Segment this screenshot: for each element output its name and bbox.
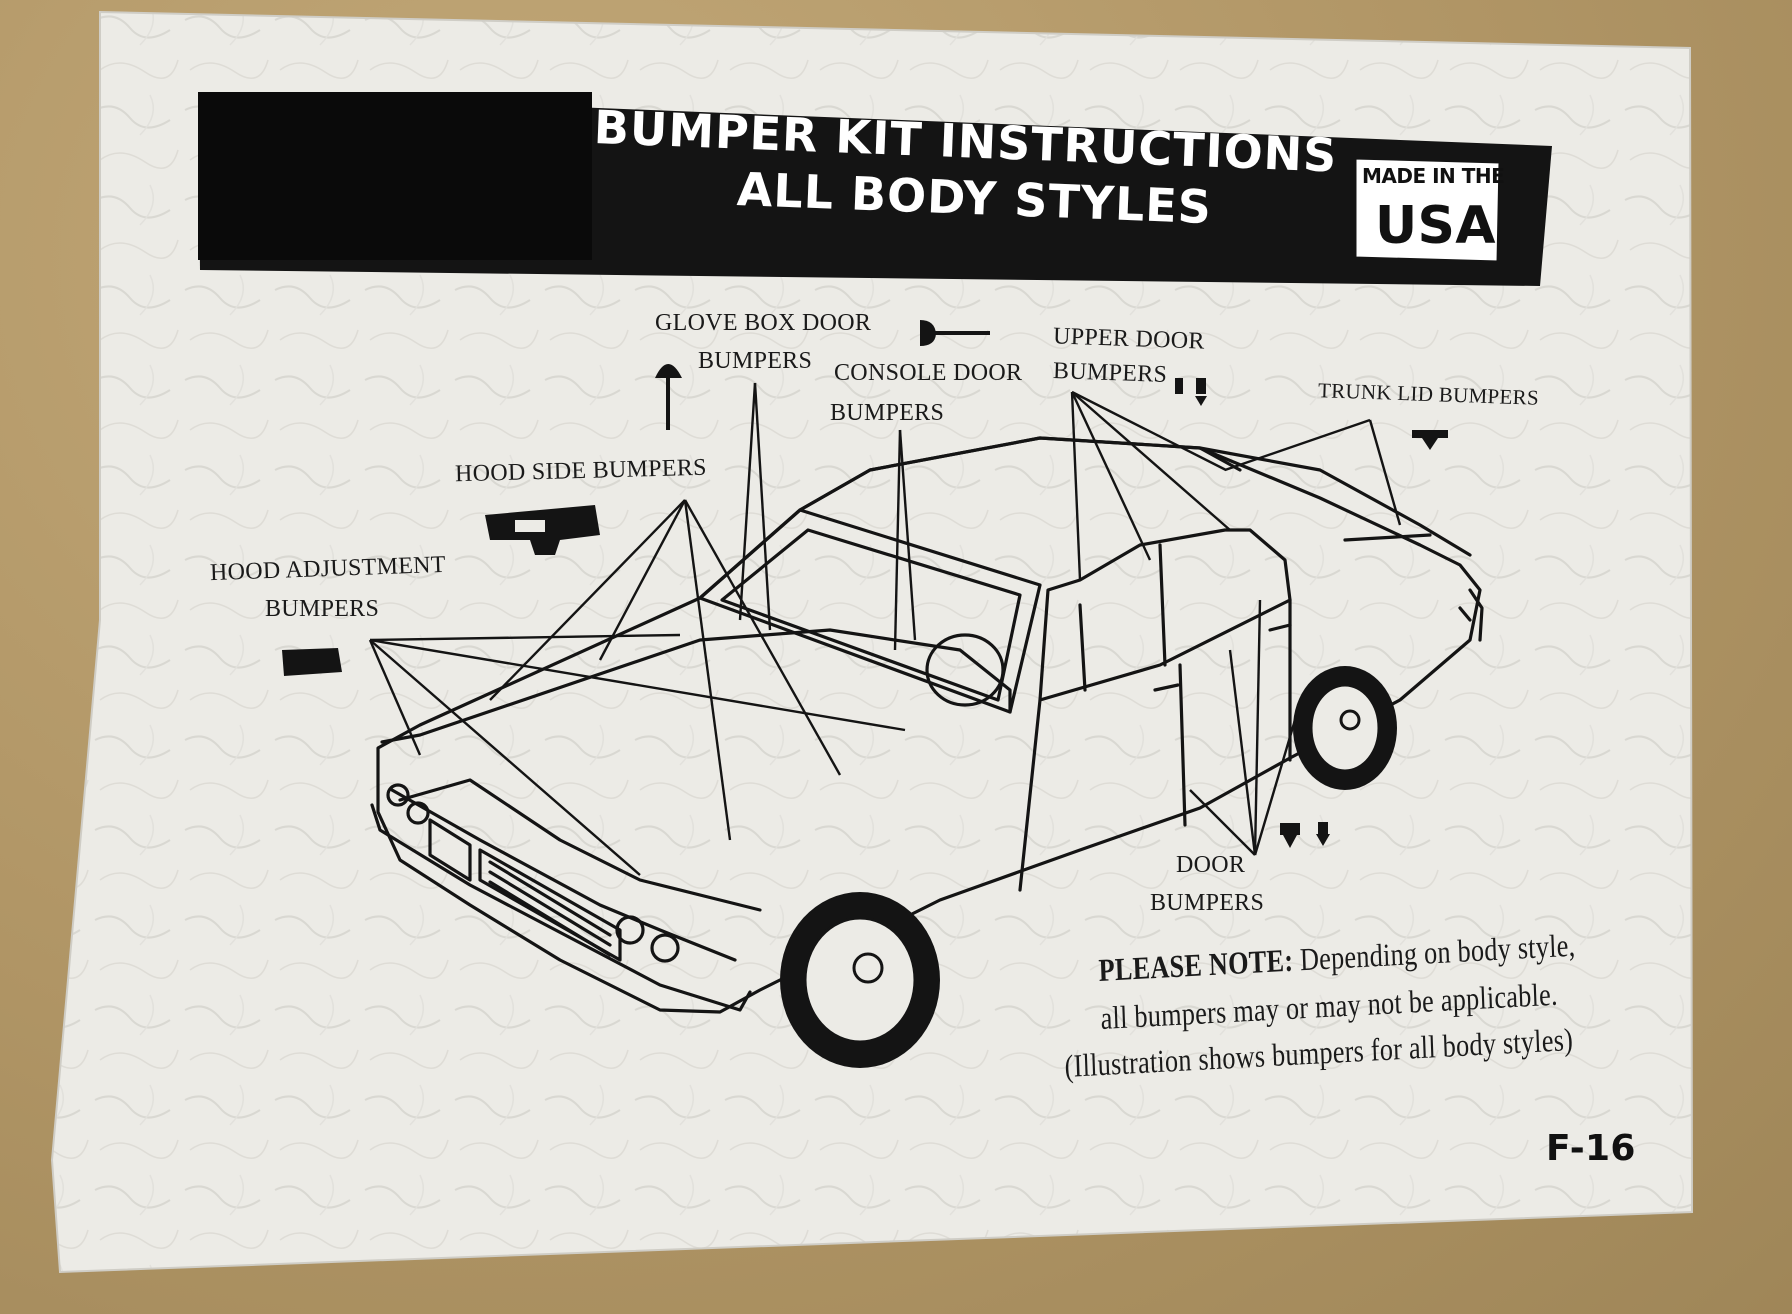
page-code: F-16 bbox=[1546, 1128, 1636, 1169]
redacted-block bbox=[198, 92, 592, 260]
rear-wheel bbox=[1293, 666, 1397, 790]
door-label-1: DOOR bbox=[1176, 852, 1246, 878]
hood-adjustment-label-2: BUMPERS bbox=[265, 596, 380, 622]
paper-sheet bbox=[50, 10, 1694, 1274]
console-door-label-2: BUMPERS bbox=[830, 400, 945, 426]
door-label-2: BUMPERS bbox=[1150, 890, 1265, 916]
part-icons bbox=[282, 320, 1448, 848]
glove-box-label-1: GLOVE BOX DOOR bbox=[655, 310, 872, 336]
console-door-label-1: CONSOLE DOOR bbox=[834, 360, 1023, 386]
usa-badge bbox=[1353, 156, 1502, 264]
glove-box-label-2: BUMPERS bbox=[698, 348, 813, 374]
upper-door-label-1: UPPER DOOR bbox=[1052, 323, 1206, 355]
leader-lines bbox=[368, 382, 1402, 876]
made-in-the-label: MADE IN THE bbox=[1362, 164, 1505, 188]
front-wheel bbox=[780, 892, 940, 1068]
usa-label: USA bbox=[1375, 196, 1496, 256]
upper-door-label-2: BUMPERS bbox=[1052, 358, 1168, 388]
